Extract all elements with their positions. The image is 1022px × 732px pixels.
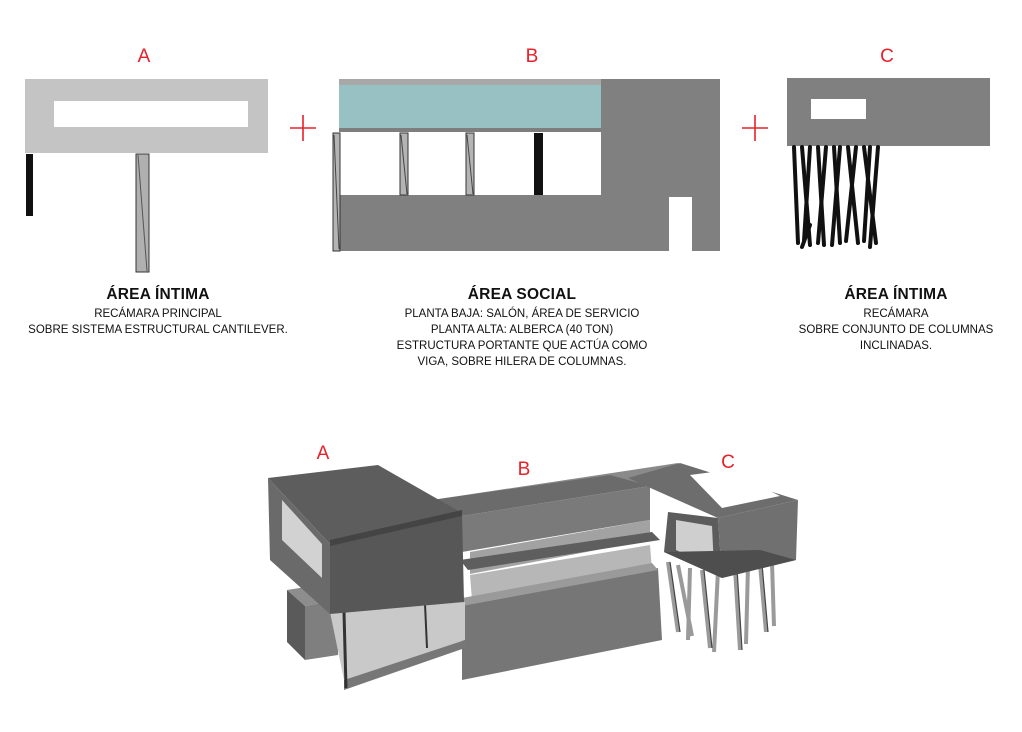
panel-c-elevation [787, 78, 990, 249]
panel-b-line-4: VIGA, SOBRE HILERA DE COLUMNAS. [417, 356, 627, 368]
panel-b-line-3: ESTRUCTURA PORTANTE QUE ACTÚA COMO [396, 340, 648, 352]
b-mid-slab [460, 532, 660, 570]
door-opening [669, 197, 692, 251]
panel-c-line-2: SOBRE CONJUNTO DE COLUMNAS [798, 324, 994, 336]
panel-b-letter: B [525, 46, 539, 67]
panel-a-letter: A [137, 46, 151, 67]
service-block [601, 79, 720, 251]
panel-a-line-1: RECÁMARA PRINCIPAL [94, 308, 222, 320]
left-support-black [26, 154, 33, 216]
a-window-left [282, 500, 322, 578]
panel-a-line-2: SOBRE SISTEMA ESTRUCTURAL CANTILEVER. [28, 324, 288, 336]
panel-c-line-1: RECÁMARA [863, 308, 929, 320]
model-label-a: A [316, 443, 330, 464]
a-ground-front [287, 590, 305, 660]
column-4 [534, 133, 543, 195]
a-floor-edge [344, 640, 465, 690]
panel-c-letter: C [880, 46, 894, 67]
plus-sign-2 [742, 115, 768, 141]
panel-b-line-2: PLANTA ALTA: ALBERCA (40 TON) [430, 324, 614, 336]
c-underside [664, 550, 796, 578]
panel-b-line-1: PLANTA BAJA: SALÓN, ÁREA DE SERVICIO [404, 308, 640, 320]
ground-volume [339, 195, 601, 251]
pool-rim [339, 79, 601, 86]
model-label-c: C [721, 452, 735, 473]
pool-volume [339, 85, 601, 130]
a-roof-edge [330, 510, 462, 546]
bedroom-window-c [811, 99, 866, 119]
a-ground-side [305, 600, 338, 660]
panel-a-title: ÁREA ÍNTIMA [106, 286, 210, 303]
b-lower-top [462, 563, 658, 606]
bedroom-window [54, 101, 248, 127]
slab [339, 128, 601, 132]
panel-b-title: ÁREA SOCIAL [467, 286, 577, 303]
panel-a-elevation [25, 79, 268, 273]
a-open-floor [330, 602, 465, 680]
c-columns [666, 561, 776, 653]
panel-c-line-3: INCLINADAS. [859, 340, 933, 352]
c-roof-opening [690, 470, 780, 508]
panel-a-caption: ÁREA ÍNTIMA RECÁMARA PRINCIPAL SOBRE SIS… [8, 286, 308, 338]
inclined-columns [792, 145, 880, 249]
panel-c-caption: ÁREA ÍNTIMA RECÁMARA SOBRE CONJUNTO DE C… [766, 286, 1022, 354]
panel-b-caption: ÁREA SOCIAL PLANTA BAJA: SALÓN, ÁREA DE … [372, 286, 672, 370]
plus-sign-1 [290, 115, 316, 141]
b-lower-interior [470, 545, 652, 600]
b-roof [432, 475, 650, 516]
panel-b-elevation [332, 79, 720, 252]
isometric-model [268, 463, 798, 690]
model-label-b: B [517, 459, 531, 480]
panel-c-title: ÁREA ÍNTIMA [844, 286, 948, 303]
b-upper-front [462, 486, 650, 552]
